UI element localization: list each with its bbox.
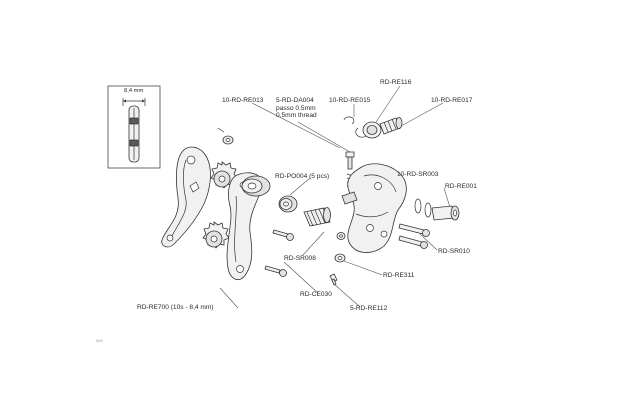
po004-bushing bbox=[278, 195, 298, 213]
small-washer bbox=[336, 232, 346, 240]
po004-label: RD-PO004 (5 pcs) bbox=[275, 173, 330, 180]
width-inset bbox=[107, 85, 161, 169]
re112-screw bbox=[329, 273, 338, 286]
upper-jockey-wheel bbox=[210, 161, 238, 189]
outer-cage-plate bbox=[161, 146, 211, 248]
re112-label: 5-RD-RE112 bbox=[350, 305, 388, 312]
sr010-label: RD-SR010 bbox=[438, 248, 470, 255]
cage-screws bbox=[264, 229, 294, 277]
re311-label: RD-RE311 bbox=[383, 272, 415, 279]
re015-label: 10-RD-RE015 bbox=[329, 97, 371, 104]
sr010-screws bbox=[398, 223, 430, 249]
upper-spring-group bbox=[355, 117, 403, 139]
limit-screw bbox=[345, 151, 355, 189]
width-dimension-label: 8,4 mm bbox=[124, 88, 144, 94]
re017-label: 10-RD-RE017 bbox=[431, 97, 473, 104]
sr008-spring bbox=[303, 207, 331, 227]
da004-label: 5-RD-DA004 passo 0.5mm 0.5mm thread bbox=[276, 97, 317, 120]
re015-clip bbox=[343, 116, 355, 125]
footer-mark: xxx bbox=[96, 338, 103, 343]
cage-pivot bbox=[241, 175, 271, 197]
sr008-label: RD-SR008 bbox=[284, 255, 316, 262]
re001-label: RD-RE001 bbox=[445, 183, 477, 190]
re311-nut bbox=[334, 253, 346, 263]
sr003-orings bbox=[414, 198, 432, 218]
pivot-washer bbox=[217, 127, 234, 145]
ce030-label: RD-CE030 bbox=[300, 291, 332, 298]
re013-label: 10-RD-RE013 bbox=[222, 97, 264, 104]
sr003-label: 10-RD-SR003 bbox=[397, 171, 439, 178]
re116-label: RD-RE116 bbox=[380, 79, 412, 86]
re001-bolt bbox=[431, 205, 460, 221]
derailleur-body bbox=[341, 163, 407, 253]
lower-jockey-wheel bbox=[202, 221, 230, 249]
re700-label: RD-RE700 (10s - 8,4 mm) bbox=[137, 304, 214, 311]
